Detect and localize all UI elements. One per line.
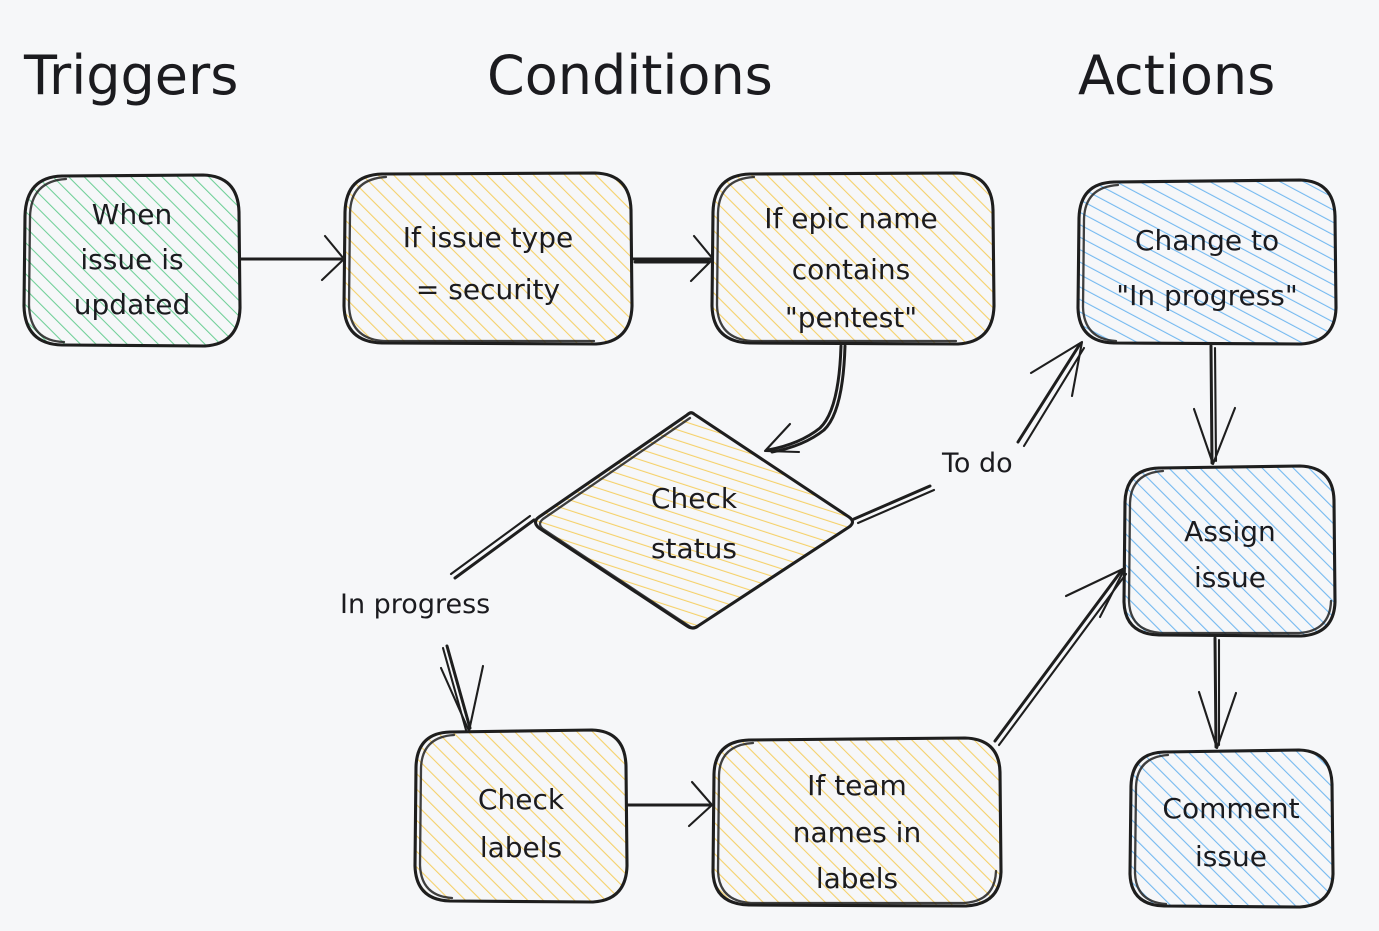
node-label-line-3: "pentest" — [785, 301, 917, 334]
node-fill — [1078, 180, 1336, 344]
edge-label-to-do: To do — [941, 448, 1013, 479]
node-if-team-names[interactable]: If team names in labels — [711, 736, 1003, 908]
edge-label-in-progress: In progress — [340, 589, 490, 620]
node-outline-sketch — [347, 175, 596, 343]
node-label-line-2: contains — [792, 253, 911, 286]
node-outline — [1122, 464, 1337, 638]
node-outline-sketch — [1133, 753, 1170, 906]
node-when-issue-updated[interactable]: When issue is updated — [22, 173, 242, 348]
node-label-line-1: Check — [478, 783, 565, 816]
node-comment-issue[interactable]: Comment issue — [1128, 748, 1335, 909]
edge-if-epic-name-to-check-status — [763, 344, 847, 454]
header-conditions: Conditions — [487, 44, 773, 107]
node-label-line-2: issue — [1195, 840, 1267, 873]
header-triggers: Triggers — [23, 44, 238, 107]
node-label-line-1: If team — [807, 769, 907, 802]
node-label-line-1: Comment — [1162, 792, 1299, 825]
node-outline-sketch — [538, 416, 694, 630]
node-label-line-2: issue — [1194, 561, 1266, 594]
node-label-line-1: Check — [651, 482, 738, 515]
node-outline-sketch — [716, 741, 998, 905]
node-label-line-2: "In progress" — [1116, 279, 1298, 312]
node-fill — [415, 730, 627, 902]
edge-check-status-to-change: To do — [852, 340, 1086, 525]
node-label-line-1: Assign — [1184, 515, 1276, 548]
node-check-status[interactable]: Check status — [533, 411, 855, 630]
node-label-line-3: labels — [816, 862, 898, 895]
node-fill — [24, 175, 240, 346]
node-label-line-1: When — [92, 198, 172, 231]
node-fill — [712, 173, 994, 344]
node-outline-sketch — [1081, 183, 1120, 343]
node-assign-issue[interactable]: Assign issue — [1122, 464, 1337, 638]
node-outline-sketch — [418, 733, 456, 900]
edge-if-issue-type-to-if-epic-name — [631, 234, 715, 283]
node-outline-sketch — [27, 177, 68, 344]
node-label-line-1: Change to — [1135, 224, 1279, 257]
edge-if-team-names-to-assign-issue — [993, 566, 1128, 747]
node-label-line-2: issue is — [80, 243, 183, 276]
node-check-labels[interactable]: Check labels — [413, 728, 629, 904]
node-label-line-2: = security — [416, 273, 560, 306]
node-outline — [342, 171, 634, 346]
node-outline — [710, 171, 996, 346]
edge-check-labels-to-if-team-names — [626, 780, 714, 828]
node-outline — [413, 728, 629, 904]
node-label-line-1: If epic name — [764, 202, 938, 235]
edge-when-to-if-issue-type — [239, 234, 346, 282]
edge-assign-issue-to-comment-issue — [1197, 636, 1238, 750]
node-change-to-in-progress[interactable]: Change to "In progress" — [1076, 178, 1338, 346]
node-label-line-2: names in — [793, 816, 921, 849]
node-fill — [713, 738, 1001, 906]
header-actions: Actions — [1078, 44, 1275, 107]
node-if-epic-name[interactable]: If epic name contains "pentest" — [710, 171, 996, 346]
node-if-issue-type[interactable]: If issue type = security — [342, 171, 634, 346]
node-outline — [1076, 178, 1338, 346]
node-outline — [1128, 748, 1335, 909]
node-label-line-2: labels — [480, 831, 562, 864]
node-outline — [711, 736, 1003, 908]
edge-check-status-to-check-labels: In progress — [340, 514, 536, 733]
node-fill — [344, 173, 632, 344]
node-outline-sketch — [715, 175, 958, 343]
node-outline — [22, 173, 242, 348]
edge-change-to-assign-issue — [1192, 344, 1237, 466]
node-fill — [1130, 750, 1333, 907]
node-fill — [1124, 466, 1335, 636]
node-label-line-2: status — [651, 532, 737, 565]
node-outline-sketch — [1127, 469, 1333, 635]
node-label-line-1: If issue type — [403, 221, 573, 254]
node-label-line-3: updated — [74, 288, 190, 321]
